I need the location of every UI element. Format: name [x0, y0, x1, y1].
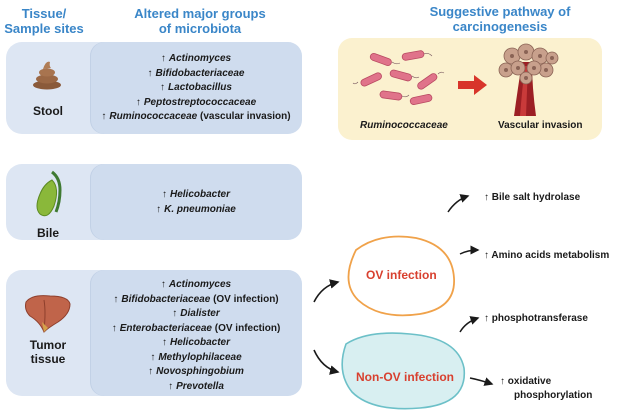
- up-arrow-icon: ↑: [101, 111, 107, 122]
- up-arrow-icon: ↑: [161, 189, 167, 200]
- liver-icon: [25, 295, 71, 333]
- arrow-to-non-ov: [313, 349, 340, 375]
- up-arrow-icon: ↑: [161, 337, 167, 348]
- stool-inner: [90, 42, 302, 134]
- bacteria-icon: [352, 50, 445, 105]
- taxon-name: Bifidobacteriaceae: [121, 293, 211, 305]
- bile-inner: [90, 164, 302, 240]
- taxon-name: Methylophilaceae: [158, 351, 242, 363]
- taxon-name: Prevotella: [176, 380, 224, 392]
- taxon-name: Actinomyces: [168, 279, 232, 290]
- up-arrow-icon: ↑: [148, 366, 154, 377]
- outcome-bile-salt-hydrolase: ↑ Bile salt hydrolase: [484, 192, 581, 203]
- taxon-name: K. pneumoniae: [164, 203, 236, 215]
- tumor-label: Tumor tissue: [10, 338, 86, 366]
- taxon-note: (OV infection): [213, 293, 279, 305]
- taxon-note: (vascular invasion): [200, 111, 291, 122]
- outcome-phosphorylation: phosphorylation: [514, 390, 593, 401]
- taxon-name: Enterobacteriaceae: [119, 322, 212, 334]
- list-item: ↑Prevotella: [90, 380, 302, 395]
- arrow-oxidative: [469, 377, 494, 386]
- up-arrow-icon: ↑: [147, 67, 153, 79]
- ov-blob: [347, 235, 455, 317]
- taxon-name: Novosphingobium: [156, 366, 244, 377]
- list-item: ↑Peptostreptococcaceae: [90, 96, 302, 111]
- taxon-name: Peptostreptococcaceae: [143, 96, 257, 108]
- list-item: ↑Actinomyces: [90, 52, 302, 67]
- list-item: ↑Enterobacteriaceae (OV infection): [90, 322, 302, 337]
- taxon-name: Lactobacillus: [168, 82, 232, 93]
- up-arrow-icon: ↑: [150, 351, 156, 363]
- list-item: ↑Actinomyces: [90, 278, 302, 293]
- bile-label: Bile: [36, 226, 59, 240]
- header-microbiota: Altered major groups of microbiota: [110, 6, 290, 36]
- up-arrow-icon: ↑: [111, 322, 117, 334]
- taxon-name: Ruminococcaceae: [109, 111, 198, 122]
- tumor-inner: [90, 270, 302, 396]
- up-arrow-icon: ↑: [172, 308, 178, 319]
- arrow-amino-acids: [459, 245, 480, 255]
- gallbladder-icon: [36, 170, 62, 217]
- ov-infection-label: OV infection: [366, 268, 437, 282]
- outcome-oxidative: ↑ oxidative: [500, 376, 552, 387]
- list-item: ↑Methylophilaceae: [90, 351, 302, 366]
- tumor-label-line2: tissue: [30, 352, 66, 366]
- list-item: ↑Bifidobacteriaceae: [90, 67, 302, 82]
- list-item: ↑Bifidobacteriaceae (OV infection): [90, 293, 302, 308]
- up-arrow-icon: ↑: [135, 96, 141, 108]
- list-item: ↑Lactobacillus: [90, 81, 302, 96]
- taxon-name: Helicobacter: [169, 189, 231, 200]
- right-arrow-icon: [458, 75, 487, 95]
- vascular-invasion-label: Vascular invasion: [498, 120, 583, 131]
- vascular-invasion-icon: [498, 43, 559, 116]
- taxon-name: Bifidobacteriaceae: [155, 67, 245, 79]
- header-pathway-line2: carcinogenesis: [452, 19, 548, 34]
- header-sites-line2: Sample sites: [4, 21, 84, 36]
- tumor-label-line1: Tumor: [29, 338, 67, 352]
- tumor-list: ↑Actinomyces ↑Bifidobacteriaceae (OV inf…: [90, 278, 302, 394]
- list-item: ↑Dialister: [90, 307, 302, 322]
- arrow-bile-salt: [447, 194, 470, 213]
- stool-label: Stool: [33, 104, 63, 118]
- stool-icon: [33, 61, 61, 90]
- up-arrow-icon: ↑: [156, 203, 162, 215]
- non-ov-infection-label: Non-OV infection: [356, 370, 454, 384]
- list-item: ↑K. pneumoniae: [90, 203, 302, 218]
- header-microbiota-line2: of microbiota: [158, 21, 242, 36]
- arrow-phosphotransferase: [459, 316, 480, 333]
- header-pathway-line1: Suggestive pathway of: [429, 4, 571, 19]
- list-item: ↑Novosphingobium: [90, 365, 302, 380]
- header-sites: Tissue/ Sample sites: [4, 6, 84, 36]
- arrow-to-ov: [313, 279, 340, 303]
- outcome-phosphotransferase: ↑ phosphotransferase: [484, 313, 588, 324]
- list-item: ↑Helicobacter: [90, 336, 302, 351]
- outcome-amino-acids-metabolism: ↑ Amino acids metabolism: [484, 250, 610, 261]
- up-arrow-icon: ↑: [160, 279, 166, 290]
- taxon-name: Actinomyces: [168, 53, 232, 64]
- up-arrow-icon: ↑: [160, 53, 166, 64]
- taxon-name: Helicobacter: [169, 337, 231, 348]
- list-item: ↑Ruminococcaceae (vascular invasion): [90, 110, 302, 125]
- stool-list: ↑Actinomyces ↑Bifidobacteriaceae ↑Lactob…: [90, 52, 302, 125]
- taxon-name: Dialister: [180, 308, 220, 319]
- bile-list: ↑Helicobacter ↑K. pneumoniae: [90, 188, 302, 217]
- up-arrow-icon: ↑: [168, 380, 174, 392]
- up-arrow-icon: ↑: [113, 293, 119, 305]
- up-arrow-icon: ↑: [160, 82, 166, 93]
- header-sites-line1: Tissue/: [21, 6, 67, 21]
- non-ov-blob: [341, 332, 466, 410]
- list-item: ↑Helicobacter: [90, 188, 302, 203]
- header-microbiota-line1: Altered major groups: [134, 6, 266, 21]
- ruminococcaceae-label: Ruminococcaceae: [360, 120, 448, 131]
- taxon-note: (OV infection): [214, 322, 281, 334]
- header-pathway: Suggestive pathway of carcinogenesis: [420, 4, 580, 34]
